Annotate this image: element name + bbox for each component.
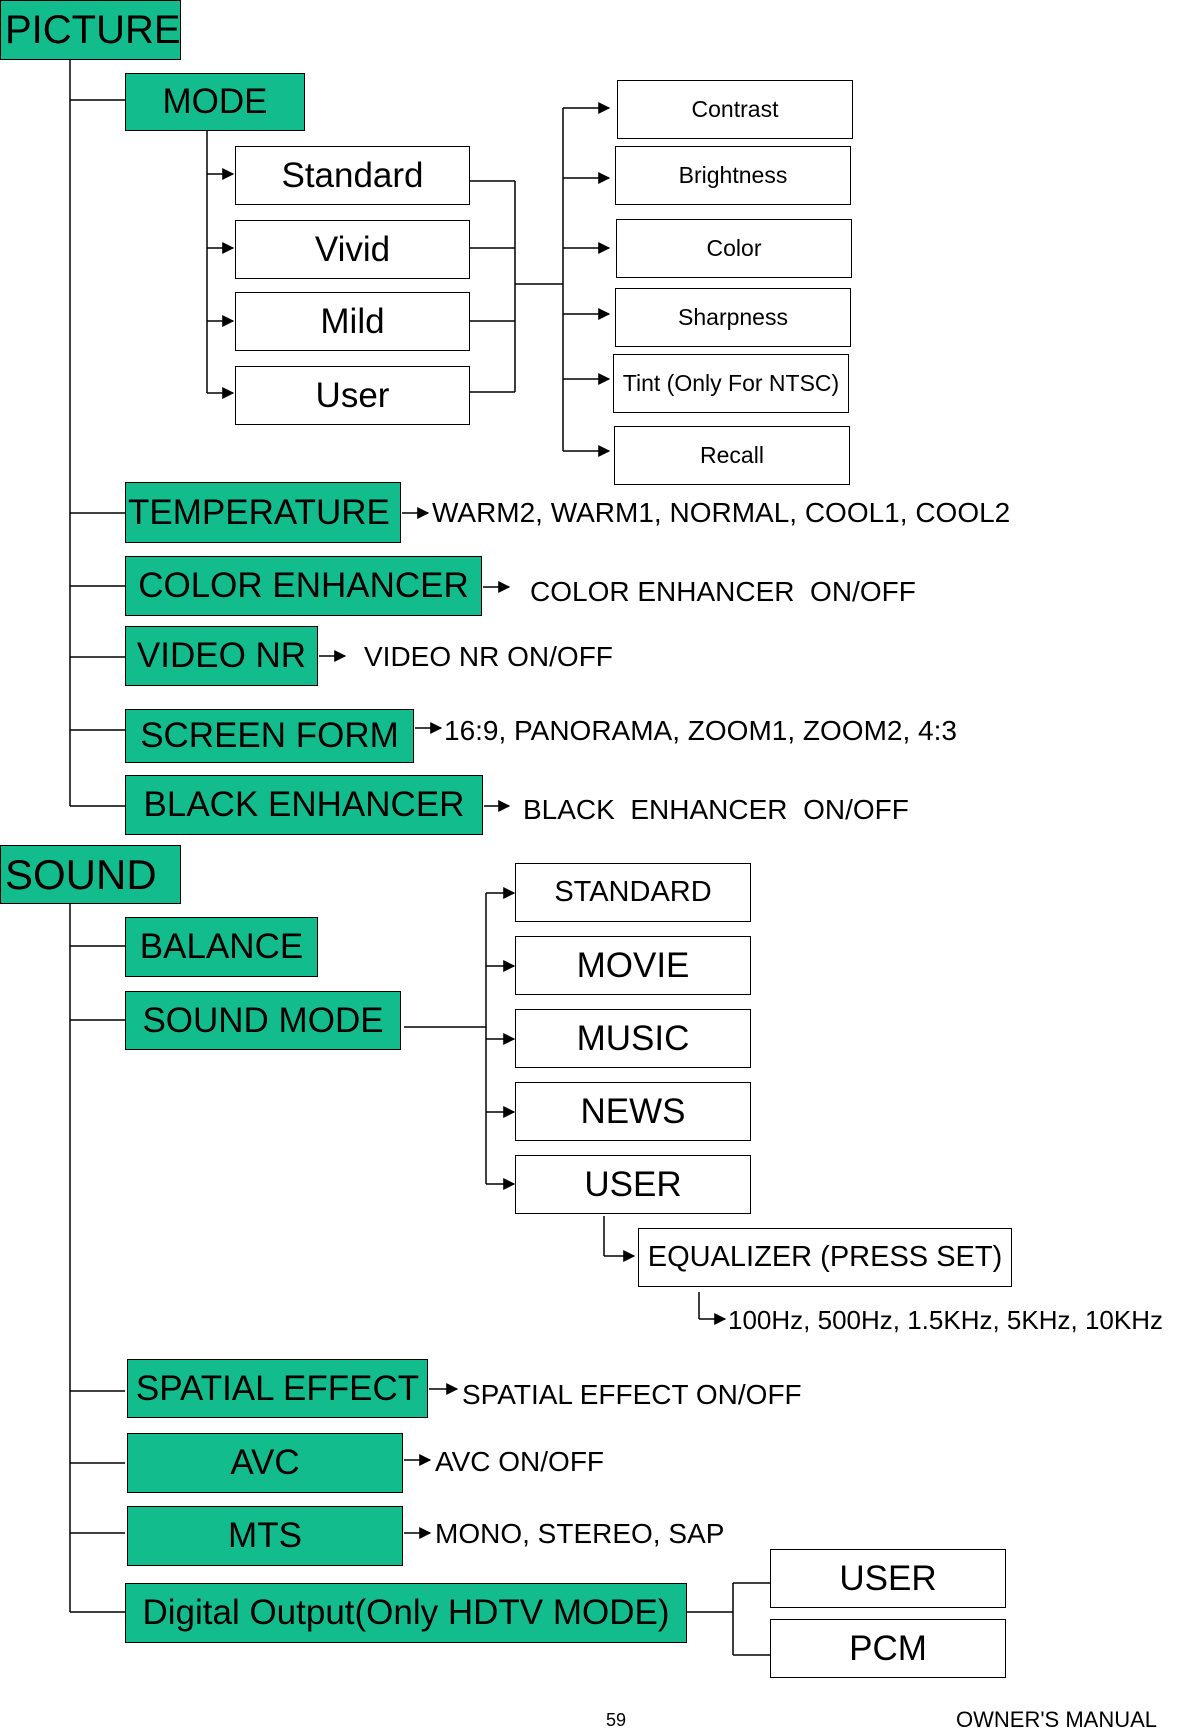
adjust-color: Color bbox=[616, 219, 852, 278]
spatial-effect-values: SPATIAL EFFECT ON/OFF bbox=[462, 1379, 802, 1410]
color-enhancer-values: COLOR ENHANCER ON/OFF bbox=[530, 576, 916, 607]
balance-node: BALANCE bbox=[125, 917, 318, 977]
digital-output-user: USER bbox=[770, 1549, 1006, 1608]
mts-node: MTS bbox=[127, 1506, 403, 1566]
temperature-values: WARM2, WARM1, NORMAL, COOL1, COOL2 bbox=[432, 497, 1011, 528]
sound-option-standard: STANDARD bbox=[515, 863, 751, 922]
mode-option-mild: Mild bbox=[235, 292, 470, 351]
picture-title: PICTURE bbox=[0, 0, 181, 60]
adjust-sharpness: Sharpness bbox=[615, 288, 851, 347]
adjust-brightness: Brightness bbox=[615, 146, 851, 205]
adjust-contrast: Contrast bbox=[617, 80, 853, 139]
screen-form-node: SCREEN FORM bbox=[125, 709, 414, 763]
sound-option-music: MUSIC bbox=[515, 1009, 751, 1068]
mode-option-standard: Standard bbox=[235, 146, 470, 205]
equalizer-node: EQUALIZER (PRESS SET) bbox=[638, 1228, 1012, 1287]
digital-output-node: Digital Output(Only HDTV MODE) bbox=[125, 1583, 687, 1643]
equalizer-bands: 100Hz, 500Hz, 1.5KHz, 5KHz, 10KHz bbox=[728, 1305, 1163, 1335]
sound-title: SOUND bbox=[0, 845, 181, 904]
screen-form-values: 16:9, PANORAMA, ZOOM1, ZOOM2, 4:3 bbox=[444, 715, 957, 746]
black-enhancer-node: BLACK ENHANCER bbox=[125, 775, 483, 835]
avc-values: AVC ON/OFF bbox=[435, 1446, 605, 1477]
color-enhancer-node: COLOR ENHANCER bbox=[125, 556, 482, 616]
video-nr-values: VIDEO NR ON/OFF bbox=[364, 641, 613, 672]
manual-label: OWNER'S MANUAL bbox=[956, 1707, 1157, 1732]
avc-node: AVC bbox=[127, 1433, 403, 1493]
sound-option-news: NEWS bbox=[515, 1082, 751, 1141]
mts-values: MONO, STEREO, SAP bbox=[435, 1518, 725, 1549]
sound-option-user: USER bbox=[515, 1155, 751, 1214]
mode-node: MODE bbox=[125, 73, 305, 131]
spatial-effect-node: SPATIAL EFFECT bbox=[127, 1359, 428, 1418]
digital-output-pcm: PCM bbox=[770, 1619, 1006, 1678]
mode-option-user: User bbox=[235, 366, 470, 425]
black-enhancer-values: BLACK ENHANCER ON/OFF bbox=[523, 794, 909, 825]
video-nr-node: VIDEO NR bbox=[125, 626, 318, 686]
temperature-node: TEMPERATURE bbox=[125, 482, 401, 543]
adjust-tint: Tint (Only For NTSC) bbox=[613, 354, 849, 413]
sound-option-movie: MOVIE bbox=[515, 936, 751, 995]
mode-option-vivid: Vivid bbox=[235, 220, 470, 279]
sound-mode-node: SOUND MODE bbox=[125, 991, 401, 1050]
adjust-recall: Recall bbox=[614, 426, 850, 485]
page-number: 59 bbox=[606, 1710, 627, 1730]
